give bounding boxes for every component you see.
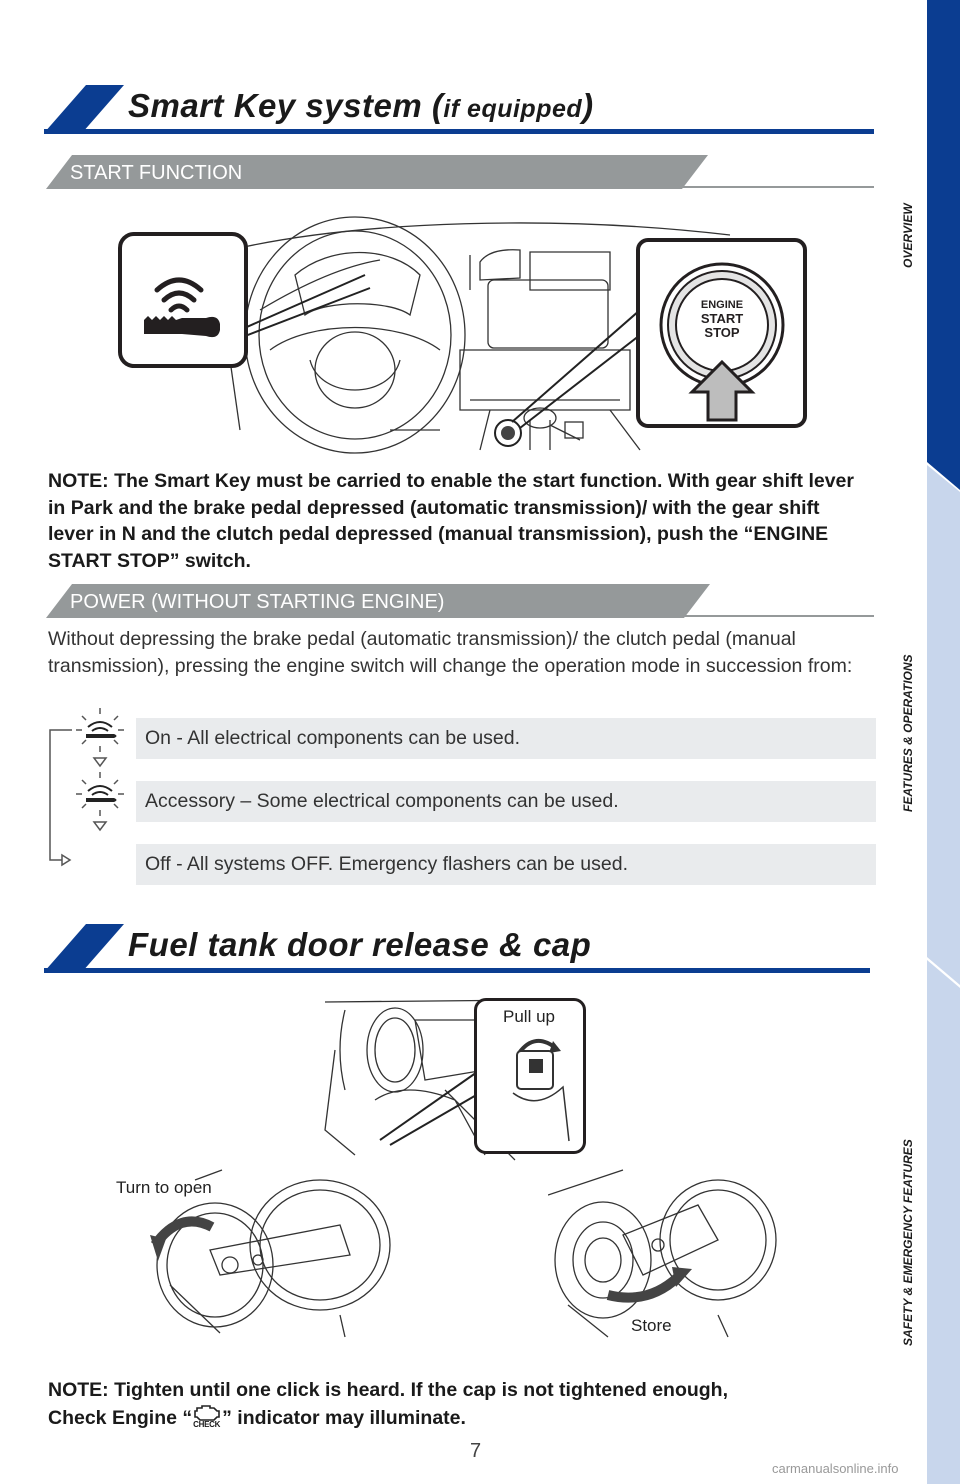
check-engine-icon: CHECK	[192, 1404, 222, 1430]
mode-off-text: Off - All systems OFF. Emergency flasher…	[145, 853, 628, 875]
check-icon-text: CHECK	[193, 1419, 221, 1429]
smart-key-heading: Smart Key system (if equipped)	[44, 85, 876, 135]
start-function-header: START FUNCTION	[46, 155, 876, 190]
mode-accessory: Accessory – Some electrical components c…	[136, 781, 876, 822]
power-description: Without depressing the brake pedal (auto…	[48, 628, 853, 677]
side-tabs-graphic	[927, 0, 960, 1484]
mode-off: Off - All systems OFF. Emergency flasher…	[136, 844, 876, 885]
heading-accent	[44, 85, 874, 134]
start-function-note: NOTE: The Smart Key must be carried to e…	[48, 470, 854, 572]
button-text-stop: STOP	[704, 325, 740, 340]
fuel-note: NOTE: Tighten until one click is heard. …	[48, 1377, 868, 1431]
fuel-title: Fuel tank door release & cap	[128, 926, 592, 963]
engine-start-stop-callout: ENGINE START STOP	[636, 238, 807, 428]
start-button-graphic	[659, 262, 785, 422]
tab-features-operations[interactable]: FEATURES & OPERATIONS	[901, 654, 915, 812]
mode-on-text: On - All electrical components can be us…	[145, 727, 521, 749]
side-navigation	[927, 0, 960, 1484]
heading-accent	[44, 924, 870, 973]
mode-accessory-text: Accessory – Some electrical components c…	[145, 790, 619, 812]
fuel-cap-store-illustration	[548, 1169, 777, 1338]
mode-on: On - All electrical components can be us…	[136, 718, 876, 759]
tab-safety-emergency[interactable]: SAFETY & EMERGENCY FEATURES	[901, 1139, 915, 1346]
turn-to-open-label: Turn to open	[116, 1178, 212, 1197]
pull-up-callout: Pull up	[474, 998, 586, 1154]
button-text-engine: ENGINE	[700, 299, 744, 311]
start-function-label: START FUNCTION	[70, 162, 243, 184]
fuel-note-line2: Check Engine “ CHECK ” indicator may ill…	[48, 1404, 868, 1432]
power-header: POWER (WITHOUT STARTING ENGINE)	[46, 584, 876, 619]
store-label: Store	[631, 1316, 672, 1335]
button-text-start: START	[700, 311, 744, 326]
smart-key-icon	[144, 277, 220, 338]
subheader-bar	[46, 155, 874, 189]
page-number: 7	[470, 1440, 482, 1462]
fuel-note-line1: NOTE: Tighten until one click is heard. …	[48, 1379, 729, 1401]
power-label: POWER (WITHOUT STARTING ENGINE)	[70, 591, 445, 613]
subheader-bar	[46, 584, 874, 618]
fuel-heading: Fuel tank door release & cap	[44, 924, 876, 974]
dashboard-illustration	[229, 216, 731, 454]
pull-up-label: Pull up	[503, 1007, 555, 1026]
release-lever-graphic	[512, 1039, 570, 1142]
smart-key-title: Smart Key system (if equipped)	[128, 87, 594, 124]
fuel-note-line2-pre: Check Engine “	[48, 1406, 193, 1429]
mode-sequence-diagram	[49, 708, 124, 867]
watermark: carmanualsonline.info	[772, 1461, 899, 1476]
smart-key-callout	[118, 232, 248, 368]
tab-overview[interactable]: OVERVIEW	[901, 203, 915, 268]
fuel-cap-open-illustration	[150, 1169, 391, 1338]
engine-start-stop-button[interactable]: ENGINE START STOP	[680, 298, 764, 340]
engine-shape	[194, 1404, 220, 1421]
fuel-note-line2-post: ” indicator may illuminate.	[222, 1406, 466, 1429]
